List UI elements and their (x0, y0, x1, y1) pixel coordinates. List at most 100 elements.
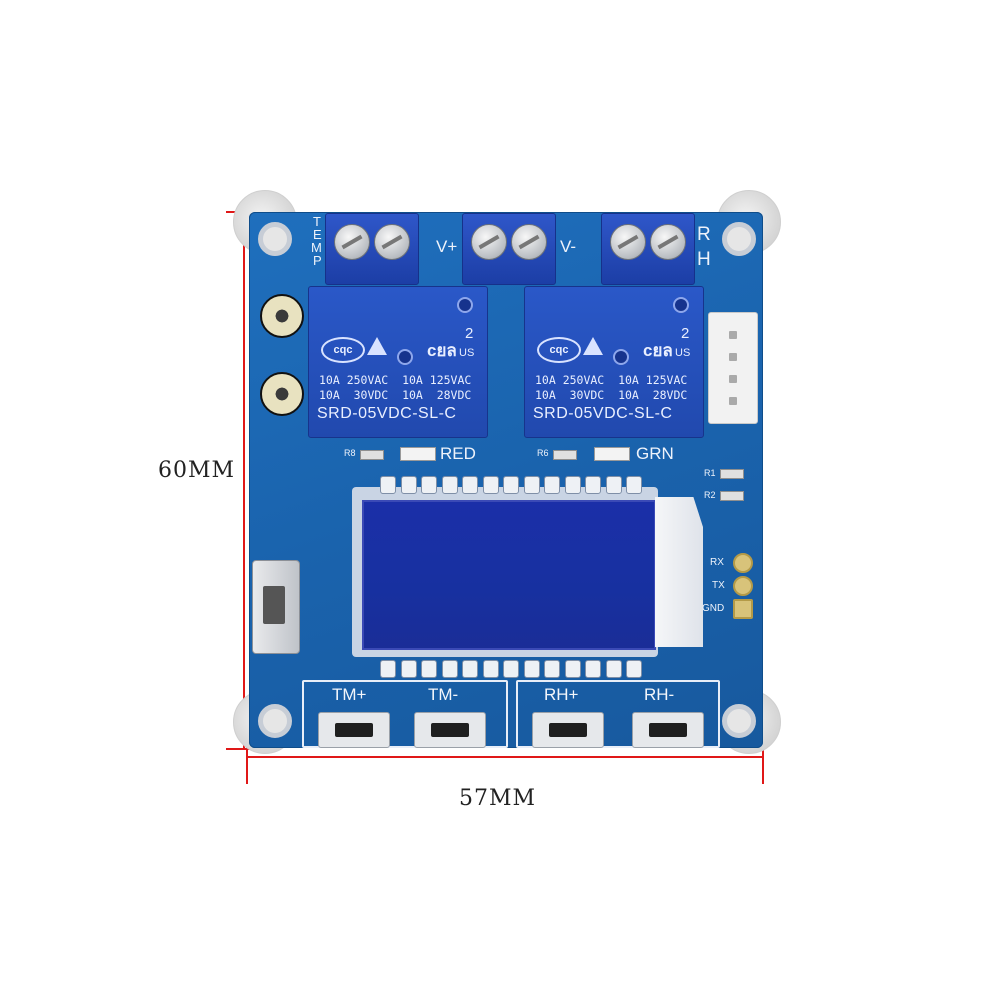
relay-spec-line1: 10A 250VAC 10A 125VAC (319, 373, 472, 387)
lcd-pin (585, 660, 601, 678)
terminal-rh (601, 213, 695, 285)
capacitor-2 (260, 372, 304, 416)
capacitor-1 (260, 294, 304, 338)
resistor-r2 (720, 491, 744, 501)
label-temp-p: P (313, 253, 322, 268)
header-pin-gnd (733, 599, 753, 619)
mount-hole-bottom-left (258, 704, 292, 738)
screw-icon (471, 224, 507, 260)
height-dimension-label: 60MM (158, 458, 236, 483)
relay-dot-icon (397, 349, 413, 365)
lcd-pin (523, 476, 540, 494)
label-tx: TX (712, 580, 725, 591)
lcd-pin (482, 476, 499, 494)
lcd-pin (605, 476, 622, 494)
label-rx: RX (710, 557, 724, 568)
lcd-pin (441, 476, 458, 494)
button-group-rh (516, 680, 720, 748)
label-temp-e: E (313, 227, 322, 242)
label-gnd: GND (702, 603, 725, 614)
tm-plus-button[interactable] (318, 712, 390, 748)
screw-icon (374, 224, 410, 260)
lcd-pin (544, 476, 560, 494)
led-red (400, 447, 436, 461)
ul-number: 2 (681, 325, 690, 342)
label-v-plus: V+ (436, 237, 458, 256)
lcd-pin (503, 476, 519, 494)
lcd-pin (523, 660, 540, 678)
lcd-pin (400, 476, 417, 494)
lcd-pin (421, 660, 437, 678)
led-green (594, 447, 630, 461)
usb-slot (263, 586, 285, 624)
warning-triangle-icon (583, 337, 603, 355)
ref-r8: R8 (344, 448, 356, 458)
label-tm-minus: TM- (428, 685, 459, 704)
cqc-mark: cqc (537, 337, 581, 363)
screw-icon (650, 224, 686, 260)
lcd-pin (441, 660, 458, 678)
lcd-pin (421, 476, 437, 494)
ref-r1: R1 (704, 468, 716, 478)
lcd-pin (544, 660, 560, 678)
ul-mark: cยล (643, 341, 673, 360)
ul-mark: cยล (427, 341, 457, 360)
mount-hole-top-left (258, 222, 292, 256)
resistor-r8 (360, 450, 384, 460)
jst-connector (708, 312, 758, 424)
ul-number: 2 (465, 325, 474, 342)
ref-r6: R6 (537, 448, 549, 458)
lcd-pin (626, 660, 642, 678)
relay-spec-line1: 10A 250VAC 10A 125VAC (535, 373, 688, 387)
micro-usb-port[interactable] (252, 560, 300, 654)
mount-hole-top-right (722, 222, 756, 256)
cqc-mark: cqc (321, 337, 365, 363)
label-rh-minus: RH- (644, 685, 675, 704)
label-v-minus: V- (560, 237, 577, 256)
relay-spec-line2: 10A 30VDC 10A 28VDC (319, 388, 472, 402)
lcd-pin (605, 660, 622, 678)
label-rh-h: H (697, 249, 711, 270)
lcd-pin (400, 660, 417, 678)
height-dimension-tick-bottom (226, 748, 262, 750)
header-pin-tx (733, 576, 753, 596)
relay-model: SRD-05VDC-SL-C (533, 405, 673, 422)
connector-pin (729, 353, 737, 361)
label-rh-plus: RH+ (544, 685, 579, 704)
label-tm-plus: TM+ (332, 685, 367, 704)
ul-us: US (675, 347, 691, 359)
lcd-pin (564, 476, 581, 494)
lcd-pin (626, 476, 642, 494)
relay-dot-icon (613, 349, 629, 365)
terminal-temp (325, 213, 419, 285)
ul-us: US (459, 347, 475, 359)
connector-pin (729, 331, 737, 339)
width-dimension-label: 57MM (459, 786, 537, 811)
lcd-display (362, 500, 656, 650)
screw-icon (511, 224, 547, 260)
connector-pin (729, 397, 737, 405)
screw-icon (334, 224, 370, 260)
relay-1: cqc cยล 2 US 10A 250VAC 10A 125VAC 10A 3… (308, 286, 488, 438)
header-pin-rx (733, 553, 753, 573)
lcd-backlight (655, 497, 703, 647)
mount-hole-bottom-right (722, 704, 756, 738)
screw-icon (610, 224, 646, 260)
height-dimension-line (243, 212, 245, 750)
resistor-r6 (553, 450, 577, 460)
width-dimension-line (247, 756, 762, 758)
lcd-pin (462, 476, 478, 494)
relay-2: cqc cยล 2 US 10A 250VAC 10A 125VAC 10A 3… (524, 286, 704, 438)
width-dimension-tick-left (246, 740, 248, 784)
lcd-pin (503, 660, 519, 678)
rh-minus-button[interactable] (632, 712, 704, 748)
width-dimension-tick-right (762, 740, 764, 784)
label-grn: GRN (636, 444, 674, 463)
button-group-tm (302, 680, 508, 748)
lcd-pin (585, 476, 601, 494)
resistor-r1 (720, 469, 744, 479)
tm-minus-button[interactable] (414, 712, 486, 748)
rh-plus-button[interactable] (532, 712, 604, 748)
lcd-pin (380, 660, 396, 678)
relay-spec-line2: 10A 30VDC 10A 28VDC (535, 388, 688, 402)
